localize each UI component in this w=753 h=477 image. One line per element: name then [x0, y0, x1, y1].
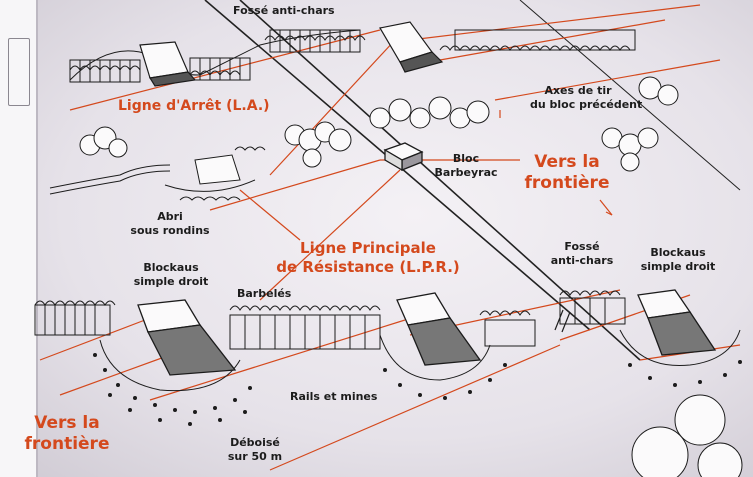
label-blockaus-left-line2: simple droit: [133, 274, 209, 288]
blockhaus-lower-left: [137, 299, 237, 376]
label-blockaus-right: Blockaus simple droit: [635, 246, 721, 274]
label-fosse-anti-chars-right: Fossé anti-chars: [543, 240, 621, 268]
label-bloc-barbeyrac-line1: Bloc: [452, 152, 480, 165]
label-blockaus-left-line1: Blockaus: [143, 261, 199, 274]
label-blockaus-left: Blockaus simple droit: [128, 261, 214, 289]
label-ligne-principale-resistance: Ligne Principale de Résistance (L.P.R.): [268, 239, 468, 277]
label-rails-et-mines: Rails et mines: [290, 390, 378, 403]
label-deboise: Déboisé sur 50 m: [215, 436, 295, 464]
tank-ditch-lower: [554, 309, 571, 333]
label-fosse-right-line2: anti-chars: [550, 253, 614, 267]
blockhaus-top-left: [139, 41, 197, 87]
label-axes-de-tir-line1: Axes de tir: [544, 84, 612, 97]
label-vers-la-frontiere-right-line1: Vers la: [534, 152, 600, 172]
label-axes-de-tir: Axes de tir du bloc précédent: [530, 84, 643, 112]
label-abri-sous-rondins: Abri sous rondins: [130, 210, 210, 238]
label-bloc-barbeyrac: Bloc Barbeyrac: [427, 152, 505, 180]
book-spine: [0, 0, 38, 477]
label-abri-line2: sous rondins: [130, 223, 210, 237]
pickets-top: [69, 29, 636, 83]
pickets-lower: [34, 297, 626, 350]
label-lpr-line2: de Résistance (L.P.R.): [276, 257, 460, 276]
bloc-barbeyrac-bunker: [383, 142, 424, 172]
label-lpr-line1: Ligne Principale: [300, 239, 436, 257]
label-vers-la-frontiere-right: Vers la frontière: [522, 152, 612, 195]
label-fosse-right-line1: Fossé: [564, 240, 600, 253]
label-axes-de-tir-line2: du bloc précédent: [530, 97, 643, 111]
label-vers-la-frontiere-right-line2: frontière: [524, 173, 610, 194]
label-blockaus-right-line2: simple droit: [640, 259, 716, 273]
abri-shelter: [49, 146, 266, 201]
label-vers-la-frontiere-left: Vers la frontière: [22, 413, 112, 456]
tree-groups: [79, 76, 743, 477]
label-fosse-anti-chars-top: Fossé anti-chars: [233, 4, 335, 17]
label-blockaus-right-line1: Blockaus: [650, 246, 706, 259]
label-vers-la-frontiere-left-line1: Vers la: [34, 413, 100, 433]
spine-panel: [8, 38, 30, 106]
label-ligne-arret: Ligne d'Arrêt (L.A.): [118, 98, 270, 114]
label-deboise-line2: sur 50 m: [227, 449, 283, 463]
blockhaus-lower-center: [396, 292, 482, 366]
blockhaus-lower-right: [637, 289, 717, 356]
rails-and-mines: [93, 353, 742, 426]
lines-of-fire: [39, 4, 741, 471]
label-vers-la-frontiere-left-line2: frontière: [24, 434, 110, 455]
label-deboise-line1: Déboisé: [230, 436, 280, 449]
label-bloc-barbeyrac-line2: Barbeyrac: [434, 165, 498, 179]
blockhaus-top-right: [379, 21, 444, 73]
label-barbeles: Barbelés: [237, 287, 292, 300]
label-abri-line1: Abri: [157, 210, 183, 223]
